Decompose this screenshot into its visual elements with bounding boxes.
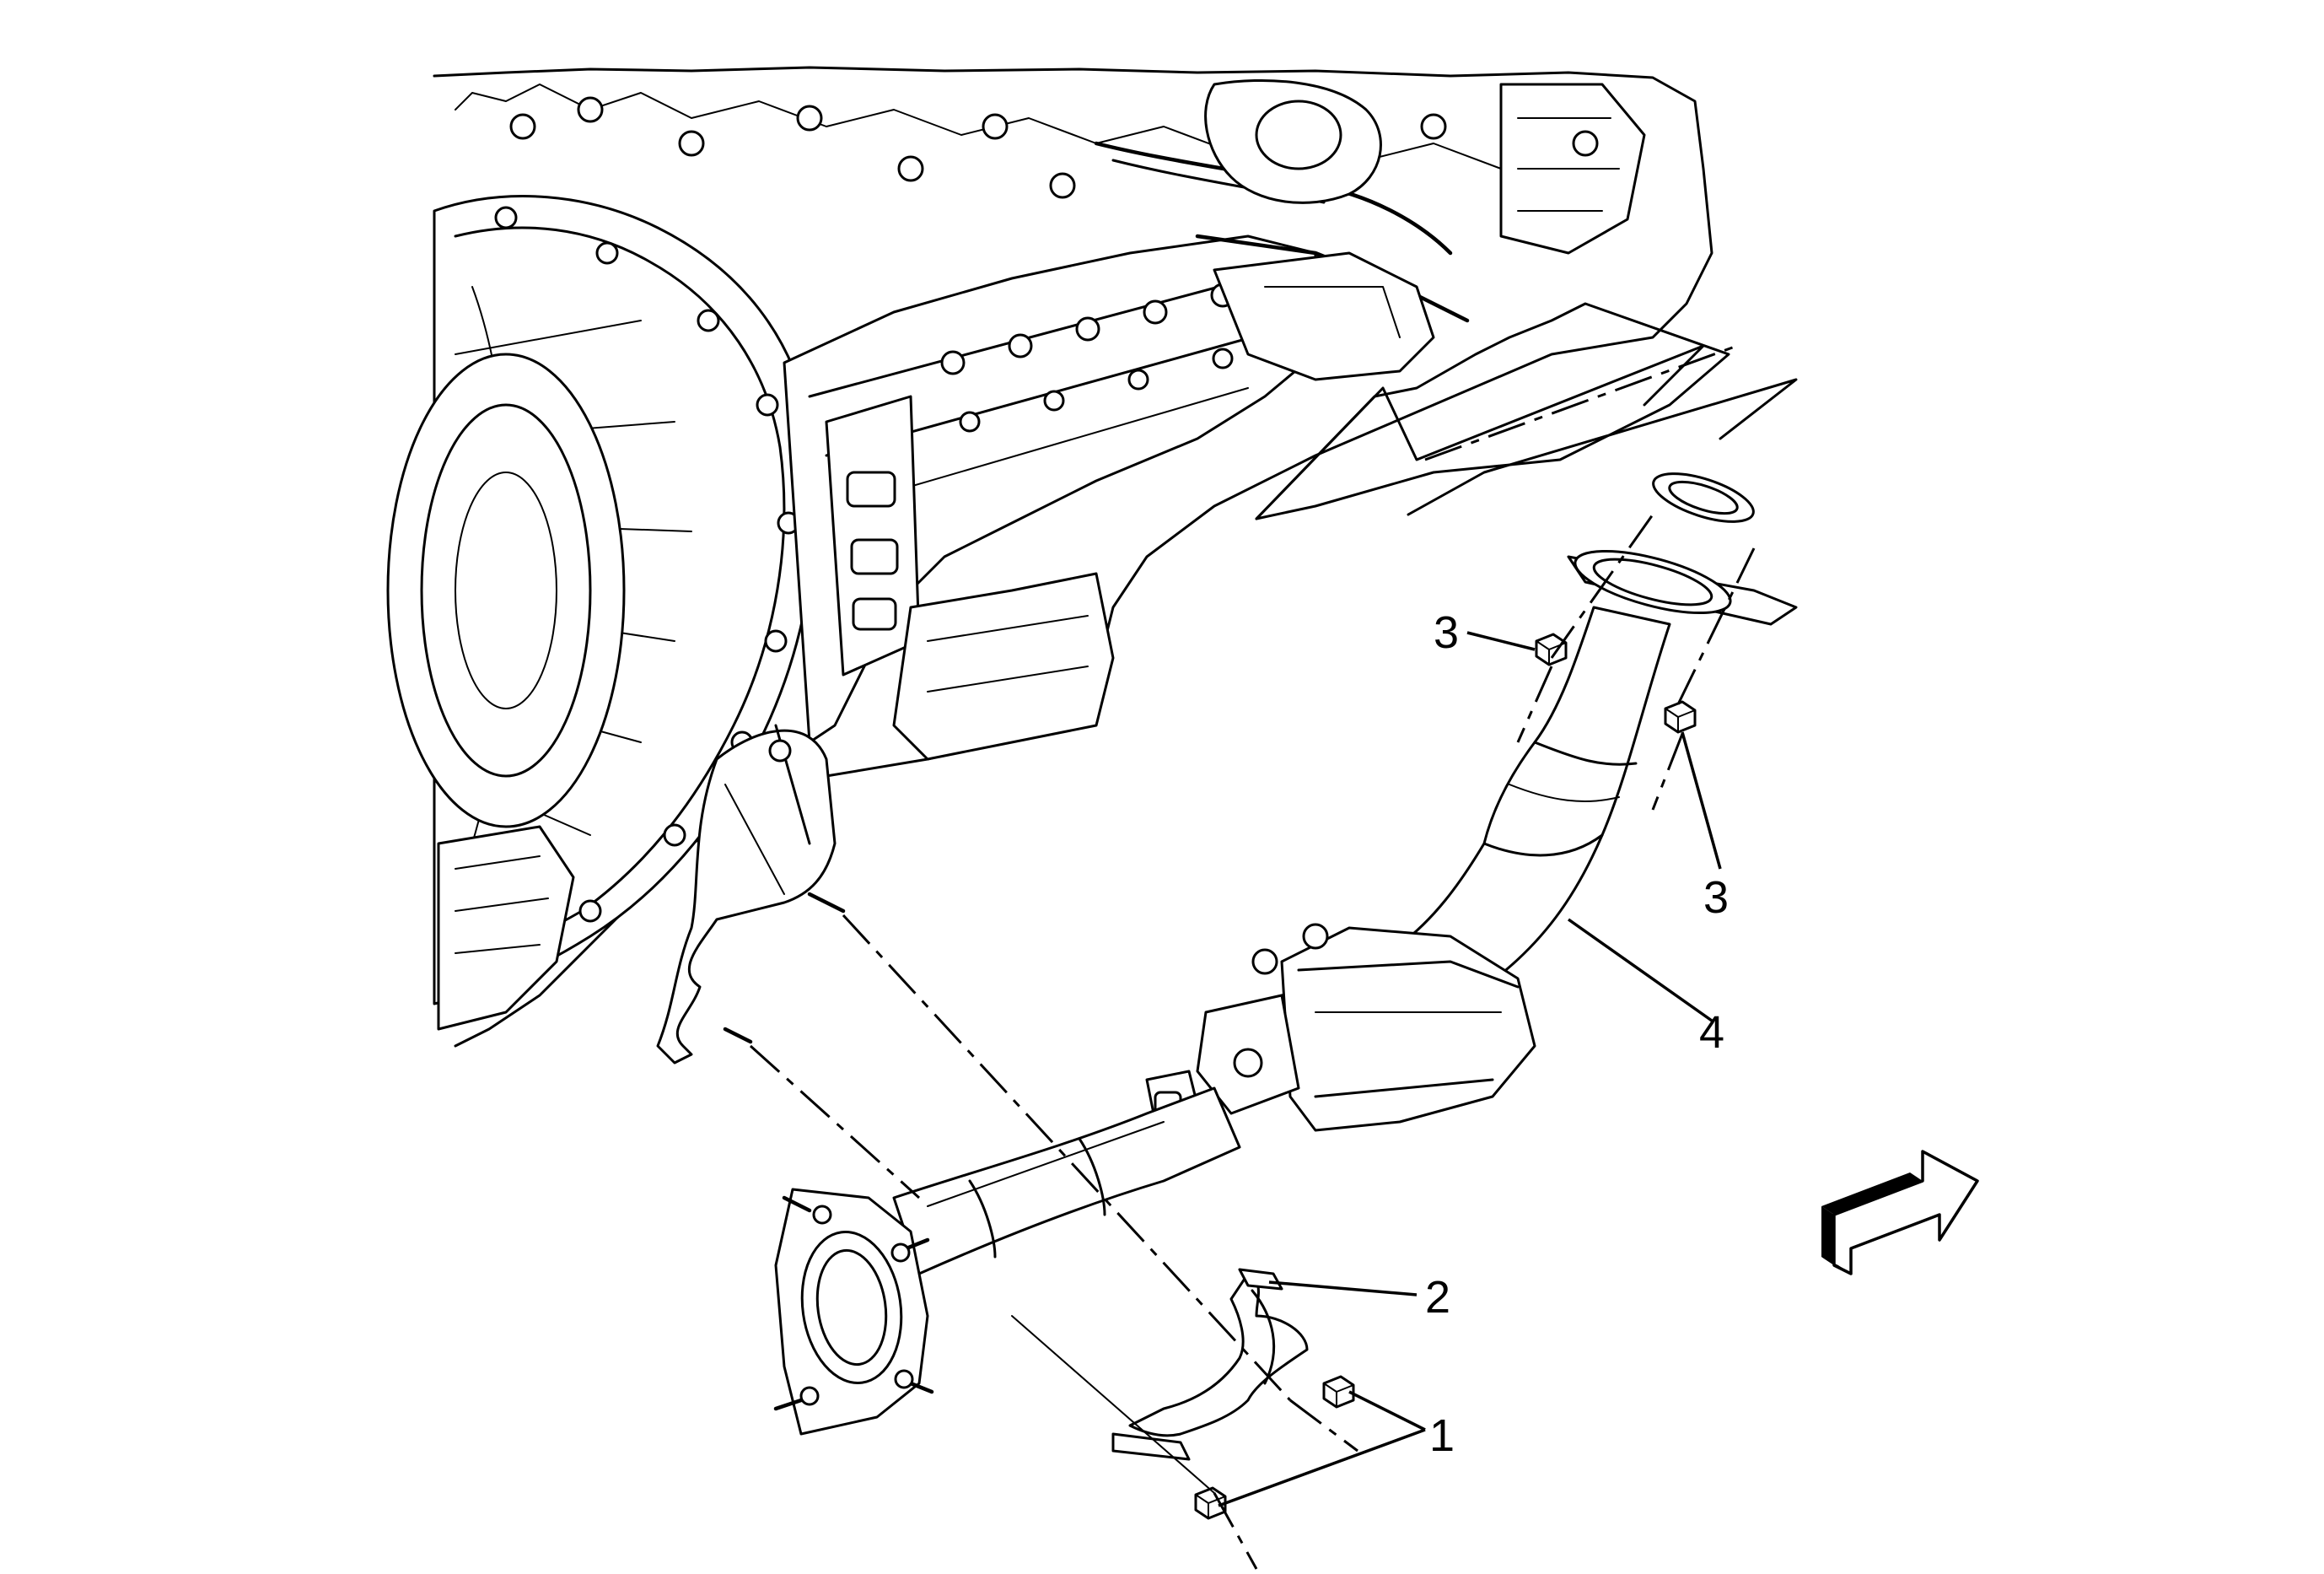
upper-gasket bbox=[1652, 472, 1755, 523]
callout-2: 2 bbox=[1425, 1272, 1450, 1323]
upper-pipe-flange bbox=[1567, 549, 1798, 626]
callout-3-lower: 3 bbox=[1703, 872, 1729, 923]
front-direction-arrow-icon bbox=[1821, 1150, 1979, 1275]
transmission-support-bracket bbox=[656, 724, 846, 1065]
nut-3a bbox=[1535, 633, 1568, 666]
nut-3b bbox=[1664, 700, 1697, 734]
bellhousing bbox=[386, 195, 817, 1031]
callout-labels: 3 3 4 2 1 bbox=[1425, 607, 1729, 1461]
leader-lines bbox=[1218, 631, 1722, 1507]
alignment-lines bbox=[749, 514, 1756, 1570]
callout-4: 4 bbox=[1699, 1007, 1724, 1058]
catalytic-converter bbox=[1196, 923, 1536, 1132]
callout-3-upper: 3 bbox=[1434, 607, 1459, 658]
exhaust-pipe-assembly bbox=[773, 606, 1671, 1436]
engine-block bbox=[783, 78, 1646, 761]
flange-studs bbox=[773, 1195, 934, 1411]
callout-1: 1 bbox=[1429, 1410, 1455, 1461]
cutaway-break-lines bbox=[1255, 302, 1798, 520]
nut-1a bbox=[1322, 1375, 1355, 1409]
pipe-clamp bbox=[1111, 1268, 1309, 1461]
lower-pipe-flange bbox=[773, 1188, 934, 1436]
engine-transmission-assembly bbox=[386, 66, 1713, 1048]
engine-fasteners bbox=[509, 96, 1599, 199]
